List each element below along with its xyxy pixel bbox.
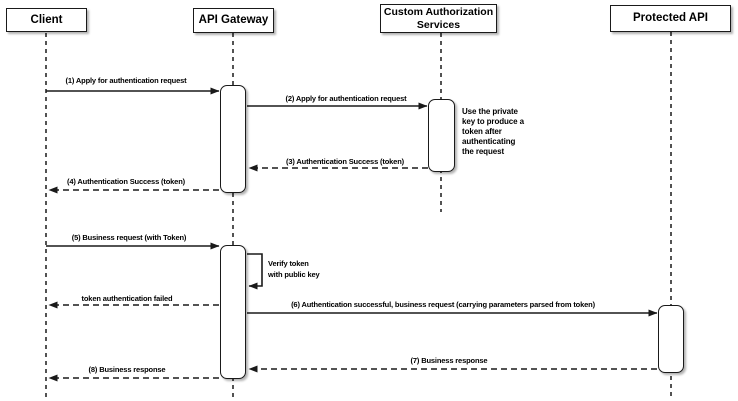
activation-custom-authorization-services	[428, 99, 455, 172]
participant-client-label: Client	[30, 13, 63, 26]
activation-protected-api	[658, 305, 684, 373]
message-7-label: (7) Business response	[410, 356, 488, 365]
private-key-note: Use the private key to produce a token a…	[462, 107, 524, 156]
participant-protected-api: Protected API	[610, 5, 731, 32]
message-5-label: (5) Business request (with Token)	[71, 233, 187, 242]
participant-protected-api-label: Protected API	[633, 12, 708, 24]
message-4-label: (4) Authentication Success (token)	[67, 177, 185, 186]
participant-api-gateway: API Gateway	[193, 8, 274, 33]
message-6-label: (6) Authentication successful, business …	[291, 300, 595, 309]
message-3-label: (3) Authentication Success (token)	[286, 157, 404, 166]
participant-api-gateway-label: API Gateway	[198, 14, 269, 26]
message-1-label: (1) Apply for authentication request	[65, 76, 187, 85]
participant-custom-authorization-services-label: Custom Authorization Services	[383, 6, 494, 31]
participant-client: Client	[6, 8, 87, 32]
self-message-arrow	[247, 253, 263, 290]
message-2-label: (2) Apply for authentication request	[285, 94, 407, 103]
activation-api-gateway-2	[220, 245, 246, 379]
self-message-label: Verify token with public key	[268, 259, 320, 279]
participant-custom-authorization-services: Custom Authorization Services	[380, 4, 497, 33]
message-token-failed-label: token authentication failed	[81, 294, 173, 303]
message-8-label: (8) Business response	[88, 365, 166, 374]
activation-api-gateway-1	[220, 85, 246, 193]
